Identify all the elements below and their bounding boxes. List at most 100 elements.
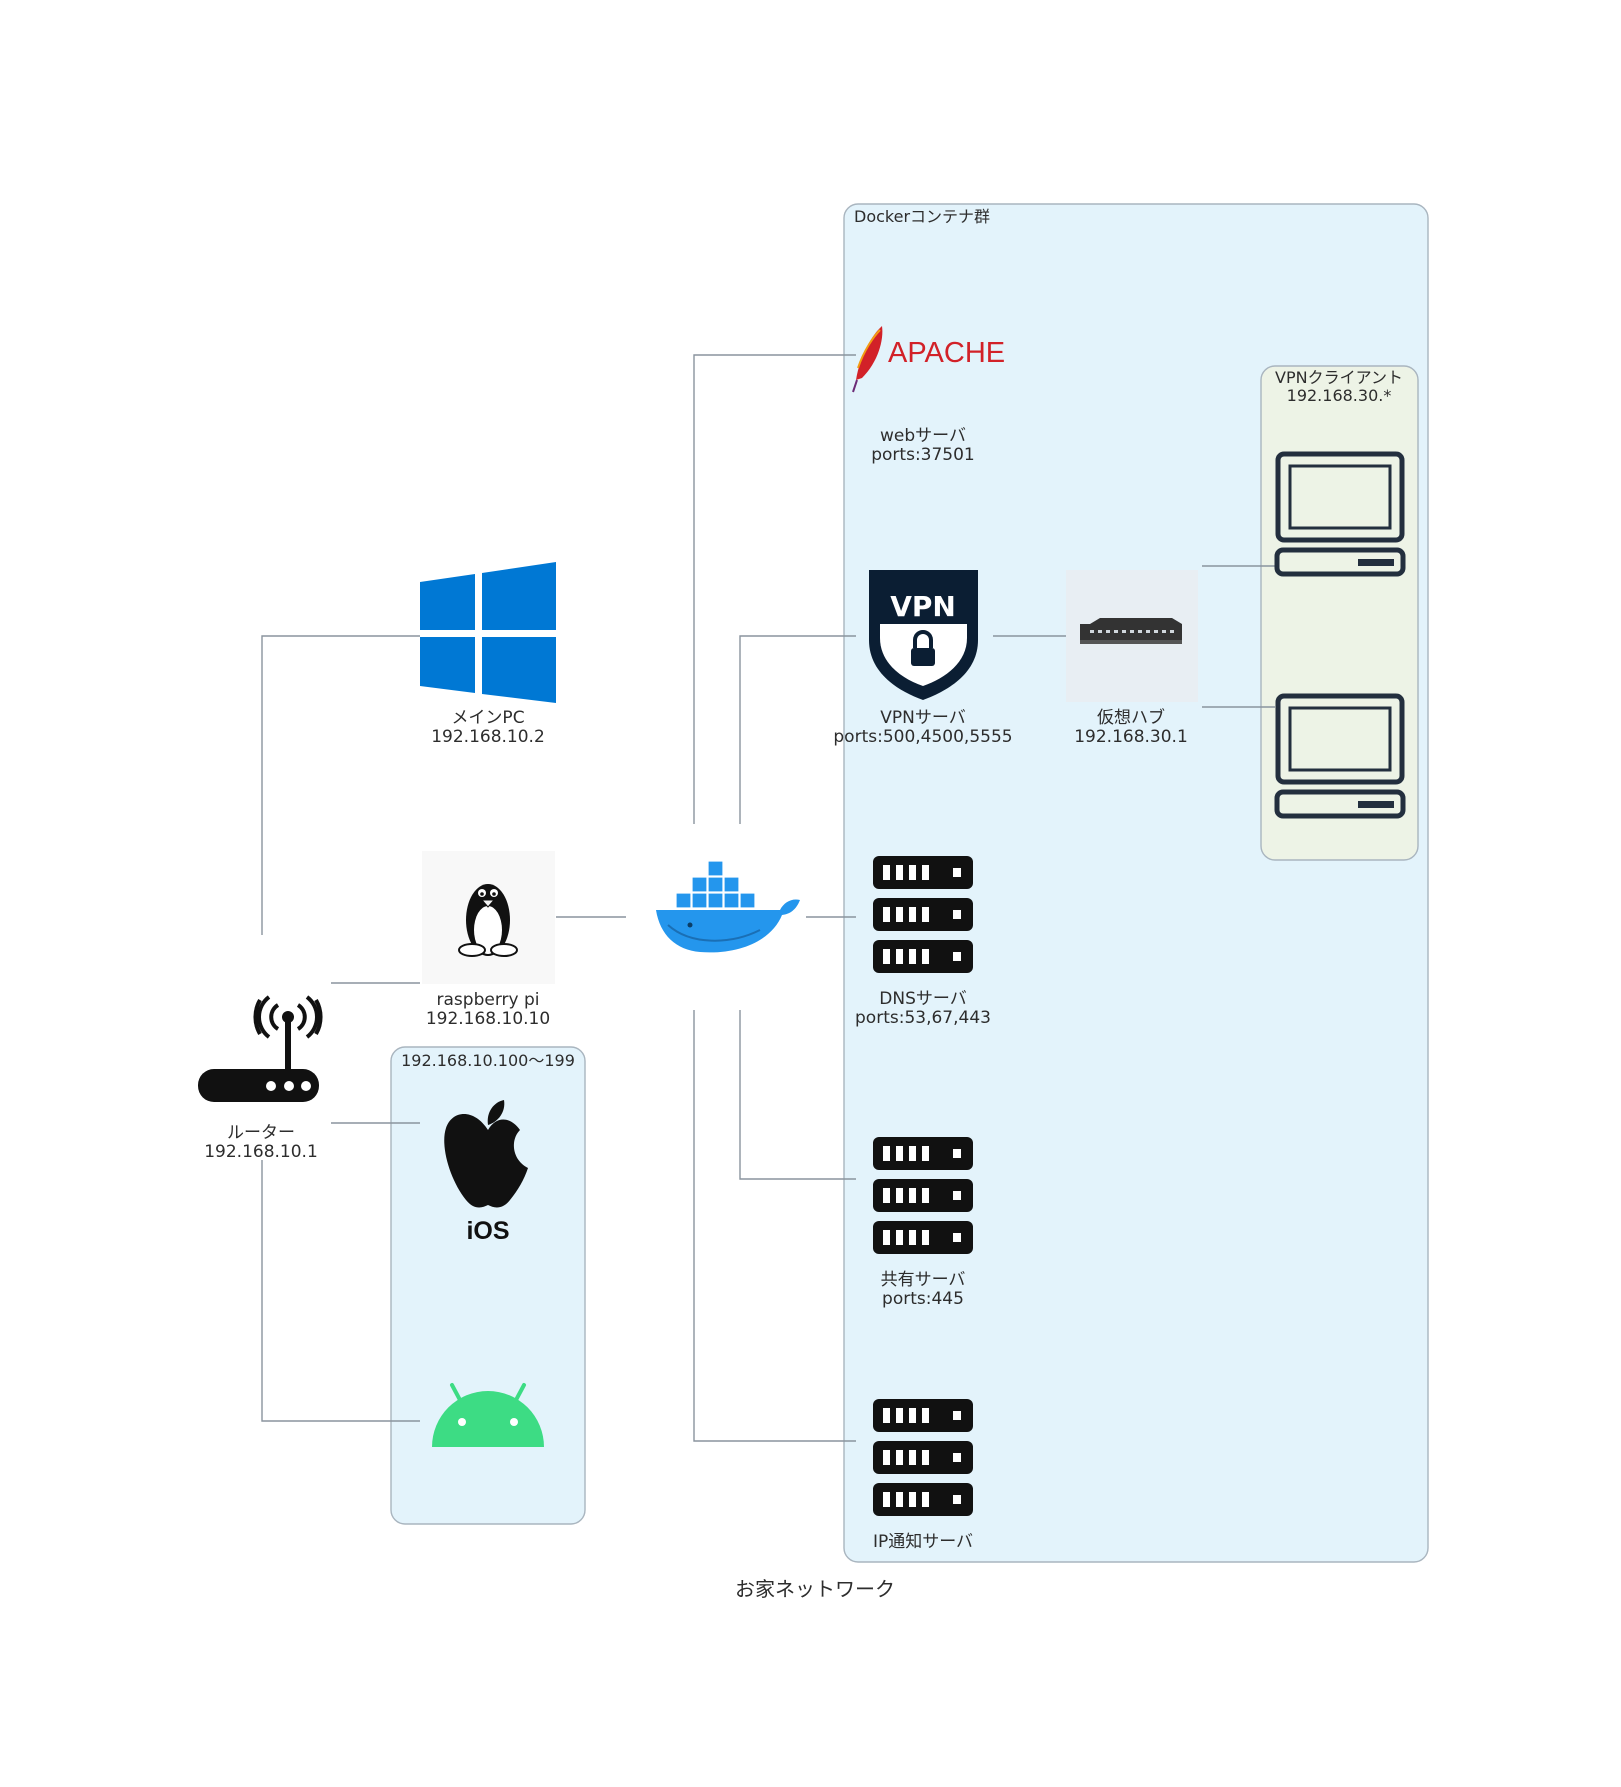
server-rack-led xyxy=(953,1411,961,1420)
server-rack-slot xyxy=(909,865,916,880)
edge-docker-apache xyxy=(693,354,856,824)
virtual-hub-ip: 192.168.30.1 xyxy=(1074,727,1188,747)
server-rack-slot xyxy=(909,907,916,922)
server-rack-slot xyxy=(909,1450,916,1465)
windows-icon xyxy=(420,562,556,703)
android-icon xyxy=(432,1383,544,1447)
router-name: ルーター xyxy=(227,1123,295,1143)
raspberry-pi-node: raspberry pi 192.168.10.10 xyxy=(422,851,555,1029)
share-server-node: 共有サーバ ports:445 xyxy=(873,1137,973,1309)
server-rack-slot xyxy=(896,1230,903,1245)
vpn-clients-group-subnet: 192.168.30.* xyxy=(1287,386,1392,405)
dns-server-ports: ports:53,67,443 xyxy=(855,1008,991,1028)
server-rack-led xyxy=(953,910,961,919)
virtual-hub-name: 仮想ハブ xyxy=(1097,707,1165,728)
ios-node: iOS xyxy=(444,1100,528,1245)
server-rack-slot xyxy=(909,949,916,964)
apache-feather-icon xyxy=(852,326,883,393)
server-rack-slot xyxy=(922,1146,929,1161)
raspberry-pi-ip: 192.168.10.10 xyxy=(426,1009,550,1029)
linux-tux-icon xyxy=(458,884,518,957)
server-rack-slot xyxy=(896,949,903,964)
edge-router-mainpc xyxy=(261,635,420,935)
server-rack-slot xyxy=(896,1492,903,1507)
edge-docker-ipnotify xyxy=(693,1010,856,1442)
apache-logo-text: APACHE xyxy=(888,337,1005,369)
server-rack-led xyxy=(953,952,961,961)
server-rack-slot xyxy=(922,1492,929,1507)
apple-ios-icon xyxy=(444,1100,528,1208)
server-rack-slot xyxy=(883,1492,890,1507)
server-rack-slot xyxy=(922,865,929,880)
vpn-clients-group-label: VPNクライアント xyxy=(1275,368,1403,387)
server-rack-slot xyxy=(896,1408,903,1423)
diagram-title: お家ネットワーク xyxy=(735,1577,895,1601)
docker-group-label: Dockerコンテナ群 xyxy=(854,207,990,226)
server-rack-slot xyxy=(909,1188,916,1203)
android-node xyxy=(432,1383,544,1447)
docker-node xyxy=(626,826,806,1009)
server-rack-slot xyxy=(883,949,890,964)
server-rack-icon xyxy=(873,1137,973,1254)
server-rack-icon xyxy=(873,1399,973,1516)
server-rack-slot xyxy=(909,1492,916,1507)
server-rack-slot xyxy=(896,907,903,922)
laptop-icon xyxy=(1274,451,1406,577)
web-server-node: APACHE webサーバ ports:37501 xyxy=(852,326,1005,465)
ip-notify-server-name: IP通知サーバ xyxy=(873,1532,973,1552)
server-rack-slot xyxy=(896,1146,903,1161)
edge-docker-vpn xyxy=(739,635,856,824)
dns-server-name: DNSサーバ xyxy=(879,989,966,1009)
server-rack-slot xyxy=(922,1450,929,1465)
server-rack-slot xyxy=(883,1408,890,1423)
server-rack-slot xyxy=(883,907,890,922)
server-rack-slot xyxy=(909,1230,916,1245)
mobile-group-box xyxy=(390,1046,586,1525)
router-node: ルーター 192.168.10.1 xyxy=(198,995,323,1162)
network-switch-icon xyxy=(1080,618,1182,644)
laptop-icon xyxy=(1274,693,1406,819)
server-rack-slot xyxy=(883,1230,890,1245)
server-rack-slot xyxy=(922,1408,929,1423)
vpn-client-laptop-2 xyxy=(1274,693,1406,819)
vpn-server-name: VPNサーバ xyxy=(880,708,965,728)
server-rack-led xyxy=(953,1191,961,1200)
vpn-clients-group-box xyxy=(1260,365,1419,861)
server-rack-slot xyxy=(909,1408,916,1423)
dns-server-node: DNSサーバ ports:53,67,443 xyxy=(855,856,991,1028)
mobile-group-label: 192.168.10.100～199 xyxy=(401,1051,575,1070)
server-rack-slot xyxy=(922,1188,929,1203)
web-server-name: webサーバ xyxy=(880,426,966,446)
connection-lines xyxy=(261,354,1275,1442)
docker-icon xyxy=(656,860,800,953)
server-rack-slot xyxy=(896,1450,903,1465)
server-rack-slot xyxy=(896,1188,903,1203)
vpn-server-ports: ports:500,4500,5555 xyxy=(833,727,1012,747)
server-rack-slot xyxy=(883,865,890,880)
server-rack-slot xyxy=(883,1146,890,1161)
server-rack-slot xyxy=(883,1450,890,1465)
server-rack-slot xyxy=(883,1188,890,1203)
main-pc-name: メインPC xyxy=(451,708,524,728)
raspberry-pi-name: raspberry pi xyxy=(437,990,540,1010)
server-rack-led xyxy=(953,1233,961,1242)
server-rack-slot xyxy=(922,1230,929,1245)
server-rack-led xyxy=(953,1453,961,1462)
server-rack-slot xyxy=(909,1146,916,1161)
server-rack-slot xyxy=(922,949,929,964)
main-pc-ip: 192.168.10.2 xyxy=(431,727,545,747)
server-rack-slot xyxy=(896,865,903,880)
vpn-server-node: VPN VPNサーバ ports:500,4500,5555 xyxy=(833,570,1013,747)
virtual-hub-node: 仮想ハブ 192.168.30.1 xyxy=(1066,570,1198,747)
web-server-ports: ports:37501 xyxy=(871,445,975,465)
server-rack-slot xyxy=(922,907,929,922)
vpn-logo-text: VPN xyxy=(890,590,956,623)
server-rack-icon xyxy=(873,856,973,973)
ip-notify-server-node: IP通知サーバ xyxy=(873,1399,973,1552)
server-rack-led xyxy=(953,1149,961,1158)
main-pc-node: メインPC 192.168.10.2 xyxy=(420,562,556,747)
server-rack-led xyxy=(953,868,961,877)
vpn-shield-icon: VPN xyxy=(869,570,978,700)
edge-docker-share xyxy=(739,1010,856,1180)
